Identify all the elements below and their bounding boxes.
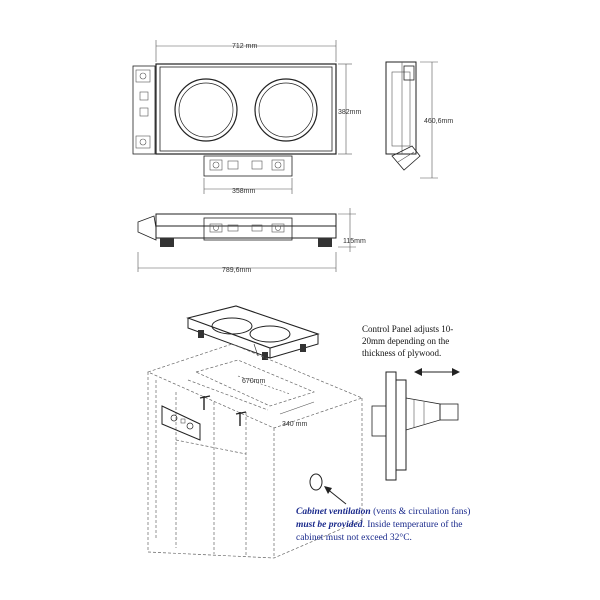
side-view: 460,6mm [385,61,453,179]
dim-front-width: 789,6mm [222,267,251,274]
dim-front-height: 115mm [343,238,366,245]
ventilation-note-rest-1: (vents & circulation fans) [371,506,471,517]
control-panel-note-line-2: 20mm depending on the [362,336,449,346]
control-panel-note-line-3: thickness of plywood. [362,348,441,358]
ventilation-note-bold-2: must be provided [296,520,363,530]
ventilation-note-rest-2: . Inside temperature of the [363,519,463,530]
panel-detail [371,368,460,481]
dim-side-height: 460,6mm [424,118,453,125]
ventilation-note-line-3: cabinet must not exceed 32°C. [296,532,412,543]
ventilation-note-bold-1: Cabinet ventilation [296,507,371,517]
control-panel-note: Control Panel adjusts 10- 20mm depending… [362,324,453,358]
control-panel-note-line-1: Control Panel adjusts 10- [362,324,453,334]
svg-text:Cabinet ventilation (vents & c: Cabinet ventilation (vents & circulation… [296,506,470,517]
dim-control-width: 358mm [232,188,256,195]
iso-view: 670mm 340 mm [147,305,363,559]
top-view: 712 mm 382mm 358mm [132,40,362,195]
dim-cutout-width: 670mm [242,378,266,385]
dim-top-depth: 382mm [338,109,362,116]
ventilation-note: Cabinet ventilation (vents & circulation… [296,506,470,543]
dim-cutout-depth: 340 mm [282,421,307,428]
svg-text:must be provided. Inside temp: must be provided. Inside temperature of … [296,519,462,530]
front-view: 115mm 789,6mm [137,208,366,274]
dim-top-width: 712 mm [232,43,257,50]
